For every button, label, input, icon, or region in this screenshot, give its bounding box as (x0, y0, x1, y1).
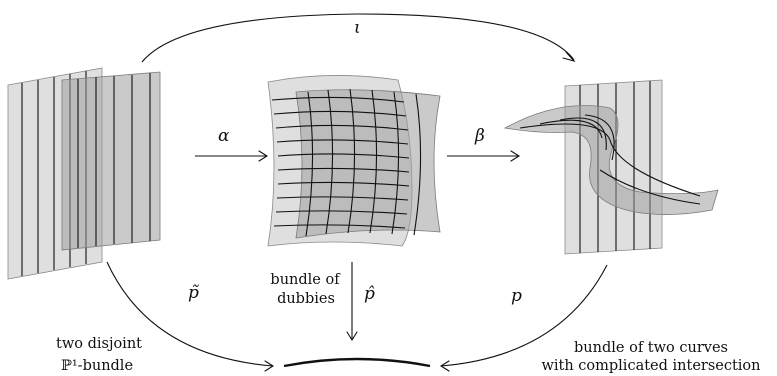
middle-vertical-fibers (305, 88, 422, 237)
label-beta: β (474, 126, 485, 146)
caption-left-line1: two disjoint (56, 336, 142, 352)
caption-middle: bundle of dubbies (270, 272, 341, 307)
arrow-p (439, 264, 608, 372)
left-sheet-front (61, 71, 161, 251)
label-p-tilde: p̃ (188, 283, 199, 303)
middle-horizontal-fibers (271, 96, 410, 229)
arrow-beta (447, 150, 521, 162)
label-p: p (511, 286, 522, 306)
right-surface-two-curves (503, 79, 719, 255)
label-iota: ι (354, 18, 361, 38)
arrow-p-tilde (106, 261, 275, 372)
base-curve (283, 357, 431, 368)
left-surface-two-sheets (7, 67, 161, 280)
caption-middle-line2: dubbies (277, 291, 335, 307)
caption-left-line2: ℙ¹-bundle (61, 358, 133, 374)
right-folded-fibers (519, 114, 701, 205)
arrow-iota (141, 13, 576, 63)
caption-right-line1: bundle of two curves (574, 340, 728, 356)
arrow-p-hat (346, 262, 358, 342)
arrow-alpha (195, 150, 269, 162)
label-p-hat: p̂ (364, 284, 375, 304)
middle-surface-dubbies (267, 75, 441, 247)
caption-right-line2: with complicated intersection (541, 358, 760, 374)
caption-right: bundle of two curves with complicated in… (541, 340, 760, 374)
caption-left: two disjoint ℙ¹-bundle (56, 336, 142, 374)
caption-middle-line1: bundle of (270, 272, 341, 288)
left-sheet-front-fibers (77, 73, 151, 248)
label-alpha: α (218, 126, 230, 146)
